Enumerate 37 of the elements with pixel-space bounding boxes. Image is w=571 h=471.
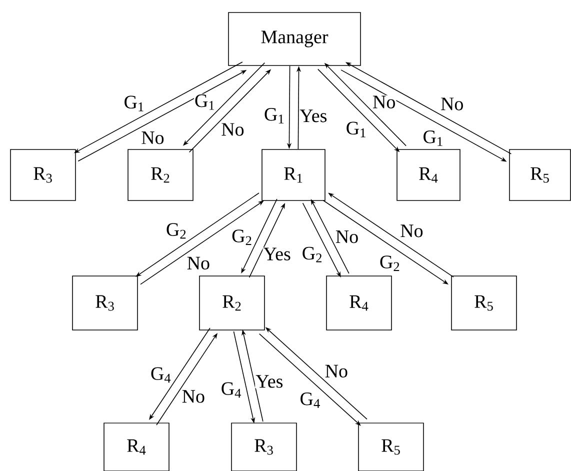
process-box: R$_{5}$ xyxy=(509,149,571,201)
edge-label: G$_{4}$ xyxy=(220,382,242,398)
edge-label: No xyxy=(181,390,206,404)
edge-label: Yes xyxy=(299,109,328,123)
edge-label: G$_{2}$ xyxy=(231,229,253,246)
process-box: R$_{3}$ xyxy=(72,276,138,330)
edge-label: No xyxy=(440,97,464,111)
process-box: R$_{4}$ xyxy=(396,149,460,201)
process-box: R$_{1}$ xyxy=(262,149,326,201)
edge-label: G$_{1}$ xyxy=(422,130,444,146)
edge-label: G$_{4}$ xyxy=(150,366,172,384)
edge-label: No xyxy=(334,230,360,244)
process-box: R$_{4}$ xyxy=(326,276,392,330)
edge-label: No xyxy=(220,122,245,136)
edge-label: No xyxy=(186,256,211,270)
process-box: R$_{2}$ xyxy=(199,276,265,330)
edge-label: G$_{4}$ xyxy=(299,392,322,408)
edge-label: No xyxy=(372,95,396,109)
process-box: R$_{2}$ xyxy=(128,149,194,201)
edge-label: G$_{1}$ xyxy=(263,108,286,124)
edge-label: G$_{1}$ xyxy=(123,95,146,112)
edge-label: G$_{1}$ xyxy=(194,94,216,110)
process-box: R$_{5}$ xyxy=(451,276,517,330)
process-box: R$_{5}$ xyxy=(358,422,424,471)
edge-label: No xyxy=(400,224,424,238)
process-box: Manager xyxy=(228,12,361,66)
process-box: R$_{3}$ xyxy=(10,149,76,201)
edge-label: Yes xyxy=(262,247,292,261)
process-box: R$_{4}$ xyxy=(104,422,170,471)
edge-label: G$_{2}$ xyxy=(165,222,188,240)
edge-label: No xyxy=(324,364,349,378)
edge-label: Yes xyxy=(255,374,284,388)
process-box: R$_{3}$ xyxy=(231,422,297,471)
edge-label: G$_{1}$ xyxy=(345,121,368,138)
edge-label: No xyxy=(140,130,165,145)
edge-label: G$_{2}$ xyxy=(378,255,401,272)
edge-label: G$_{2}$ xyxy=(301,246,324,263)
